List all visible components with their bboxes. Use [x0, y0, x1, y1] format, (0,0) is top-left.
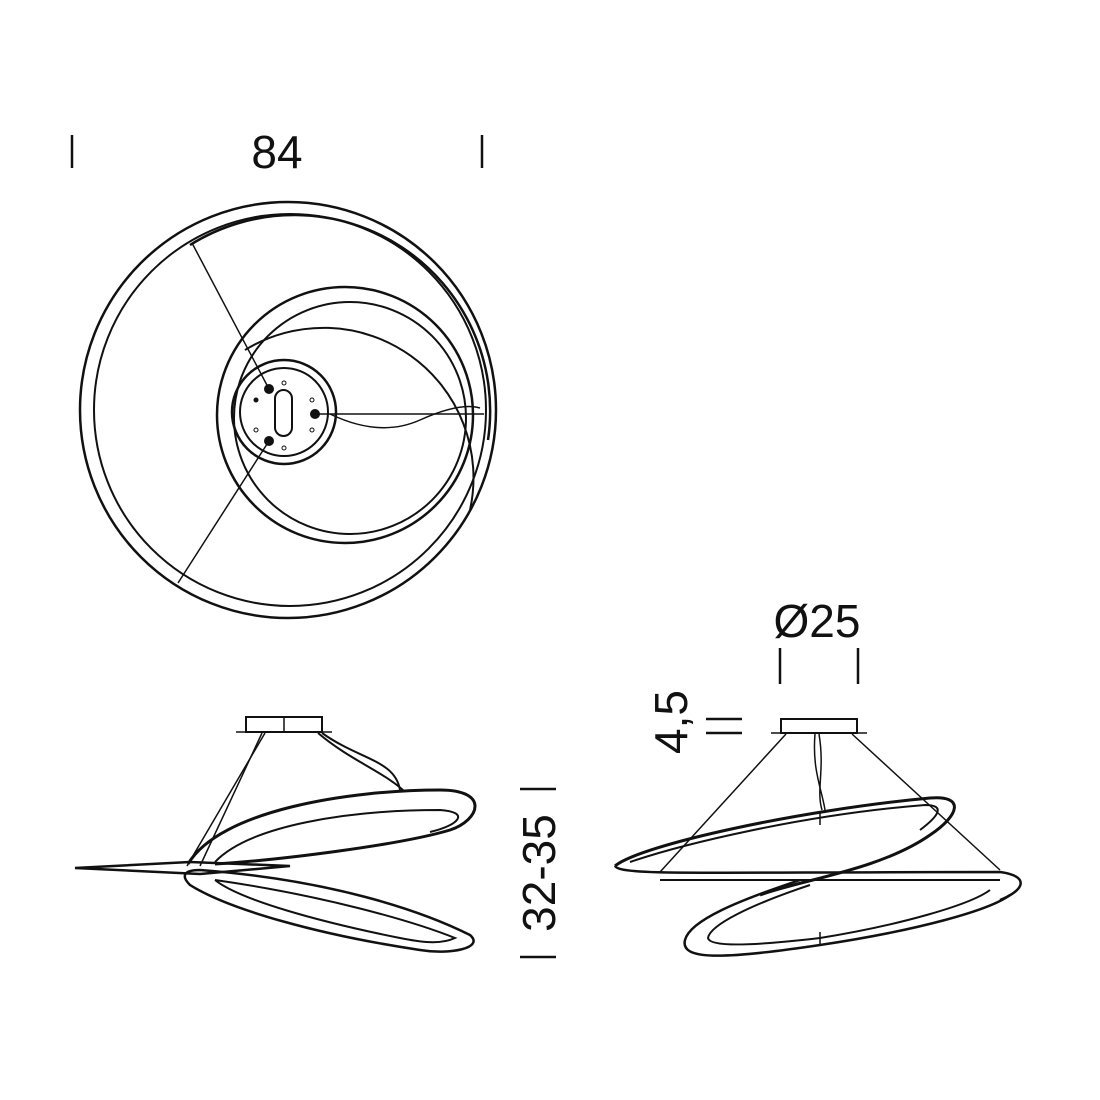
lower-loop: [683, 878, 1011, 957]
outer-ring-inner-edge: [93, 213, 487, 607]
mount-hole: [253, 427, 259, 433]
canopy-side: [780, 718, 858, 734]
inner-ring-spiral: [244, 326, 475, 511]
power-cord: [818, 733, 823, 811]
inner-ring-inner-edge: [233, 301, 467, 535]
dimension-body-height: 32-35: [513, 787, 565, 959]
mount-hole: [253, 397, 259, 403]
top-view: [78, 200, 498, 620]
upper-loop: [186, 788, 477, 866]
middle-ring-arc: [189, 213, 492, 441]
mount-hole: [309, 427, 315, 433]
dimension-label-diameter-25: Ø25: [774, 595, 861, 647]
upper-loop-inner: [214, 808, 460, 863]
canopy-top: [230, 358, 338, 466]
power-cord: [813, 733, 826, 811]
mount-hole: [309, 397, 315, 403]
dimension-label-32-35: 32-35: [513, 814, 565, 932]
dimension-label-84: 84: [251, 126, 302, 178]
power-cord: [321, 732, 401, 791]
horizontal-band: [613, 865, 1022, 902]
mount-hole: [281, 380, 287, 386]
power-cord: [317, 732, 404, 791]
dimension-overall-diameter: 84: [70, 126, 484, 178]
upper-loop-inner: [629, 803, 939, 863]
dimension-label-4-5: 4,5: [645, 690, 697, 754]
side-view-a: [74, 716, 477, 953]
lower-loop-inner: [214, 879, 458, 944]
flat-section: [74, 860, 291, 876]
canopy-slot: [274, 389, 293, 437]
outer-ring-outer-edge: [78, 200, 498, 620]
suspension-cable: [199, 732, 263, 867]
lower-loop-inner: [706, 884, 991, 946]
suspension-cable: [177, 440, 270, 584]
suspension-cable: [659, 733, 787, 873]
side-view-b: Ø25 4,5: [613, 595, 1022, 957]
mount-hole: [281, 445, 287, 451]
suspension-cable: [851, 733, 1001, 871]
canopy-outer: [230, 358, 338, 466]
suspension-cable: [191, 242, 270, 390]
inner-ring-outer-edge: [215, 285, 475, 545]
power-cord: [329, 405, 481, 429]
lower-loop: [183, 868, 475, 953]
canopy-inner: [239, 367, 329, 457]
